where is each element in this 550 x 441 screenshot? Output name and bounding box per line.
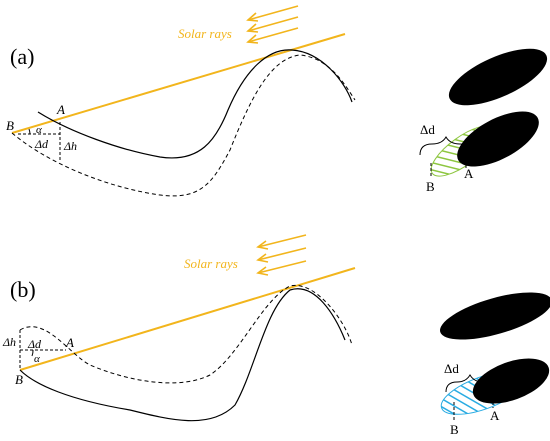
panel-b: (b) Solar rays A B Δd Δh α [2, 234, 550, 437]
panel-a-shadow-illustration: Δd B A [419, 48, 548, 194]
panel-a-terrain-dashed [11, 54, 356, 197]
panel-b-alpha-arc [31, 349, 34, 357]
panel-a-alpha-arc [28, 128, 31, 135]
panel-a-solar-line [11, 33, 346, 134]
panel-a-delta-d-label: Δd [34, 137, 49, 151]
panel-a-solar-rays-label: Solar rays [178, 26, 232, 41]
panel-a-alpha-label: α [36, 124, 42, 136]
panel-a-shadow-delta-d: Δd [420, 122, 435, 137]
panel-a-shadow-ellipse [457, 111, 539, 167]
panel-b-label: (b) [10, 277, 36, 302]
panel-a-terrain-solid [37, 49, 353, 159]
panel-b-delta-h-label: Δh [2, 335, 16, 349]
panel-b-object-ellipse [440, 292, 550, 340]
panel-a-shadow-brace [419, 135, 471, 156]
panel-b-shadow-delta-d: Δd [444, 361, 459, 376]
panel-a-point-a: A [56, 102, 65, 117]
panel-b-solar-line [19, 267, 356, 371]
panel-b-alpha-label: α [34, 353, 40, 365]
panel-a-shadow-a: A [464, 166, 474, 181]
panel-b-shadow-a: A [490, 408, 500, 423]
panel-b-point-b: B [15, 372, 23, 387]
panel-b-shadow-ellipse [472, 358, 550, 404]
panel-a-object-ellipse [448, 48, 548, 106]
panel-a-delta-h-label: Δh [63, 139, 77, 153]
panel-b-terrain-dashed [19, 284, 353, 384]
panel-b-delta-d-label: Δd [27, 337, 42, 351]
panel-a-solar-ray-arrows [246, 5, 299, 44]
panel-b-terrain-solid [19, 288, 346, 422]
panel-b-shadow-brace [445, 373, 494, 393]
panel-b-solar-rays-label: Solar rays [184, 256, 238, 271]
panel-b-shadow-b: B [450, 422, 459, 437]
panel-b-shadow-illustration: Δd B A [440, 292, 550, 437]
panel-a-shadow-b: B [426, 179, 435, 194]
panel-a-label: (a) [10, 44, 34, 69]
panel-b-solar-ray-arrows [256, 234, 307, 276]
panel-a: (a) Solar rays A B α Δd Δh [6, 5, 548, 197]
panel-b-point-a: A [65, 335, 74, 350]
panel-a-point-b: B [6, 118, 14, 133]
